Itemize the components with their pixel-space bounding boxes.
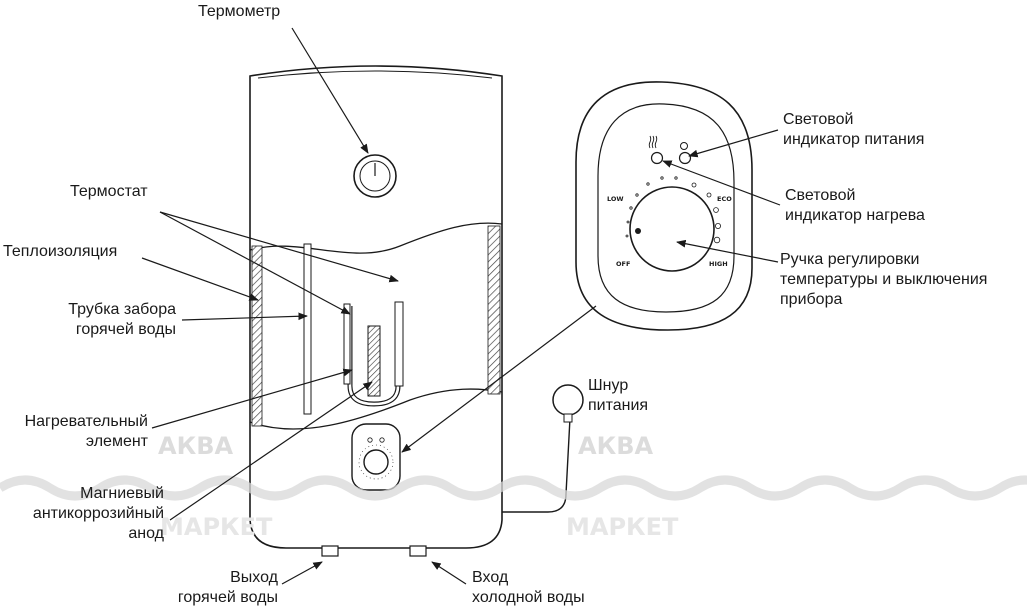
- watermark: АКВА МАРКЕТ АКВА МАРКЕТ: [0, 432, 1027, 541]
- label-thermometer: Термометр: [198, 3, 281, 20]
- plug-icon: [552, 384, 584, 416]
- tank: [249, 65, 503, 557]
- watermark-word-2a: МАРКЕТ: [160, 513, 273, 541]
- control-panel-large: LOW ECO OFF HIGH: [575, 81, 753, 331]
- watermark-word-1b: АКВА: [578, 432, 653, 460]
- heat-indicator-light: [650, 151, 664, 165]
- watermark-word-2b: МАРКЕТ: [566, 513, 679, 541]
- thermometer: [353, 154, 397, 198]
- small-control-panel: [351, 423, 401, 491]
- insulation-left: [251, 245, 263, 427]
- thermostat-tube-2: [394, 301, 404, 387]
- dial-ticks: [625, 176, 722, 244]
- temperature-knob[interactable]: [629, 186, 715, 272]
- dial-label-off: OFF: [616, 260, 630, 268]
- dial-label-high: HIGH: [709, 260, 728, 268]
- knob-marker: [635, 228, 641, 234]
- hot-water-outlet: [321, 545, 339, 557]
- anode: [367, 325, 381, 397]
- cold-water-inlet: [409, 545, 427, 557]
- label-insulation: Теплоизоляция: [3, 243, 118, 260]
- power-indicator-light: [678, 151, 692, 165]
- power-cord: [502, 384, 584, 513]
- leader-lines: [141, 27, 781, 585]
- hot-water-tube: [303, 243, 312, 415]
- insulation-right: [487, 225, 501, 395]
- watermark-word-1a: АКВА: [158, 432, 233, 460]
- power-indicator-light-small: [680, 142, 688, 150]
- label-thermostat: Термостат: [70, 183, 148, 200]
- heat-icon: [648, 135, 658, 149]
- dial-label-eco: ECO: [717, 195, 732, 203]
- dial-label-low: LOW: [607, 195, 624, 203]
- thermostat-tube-1: [343, 303, 351, 385]
